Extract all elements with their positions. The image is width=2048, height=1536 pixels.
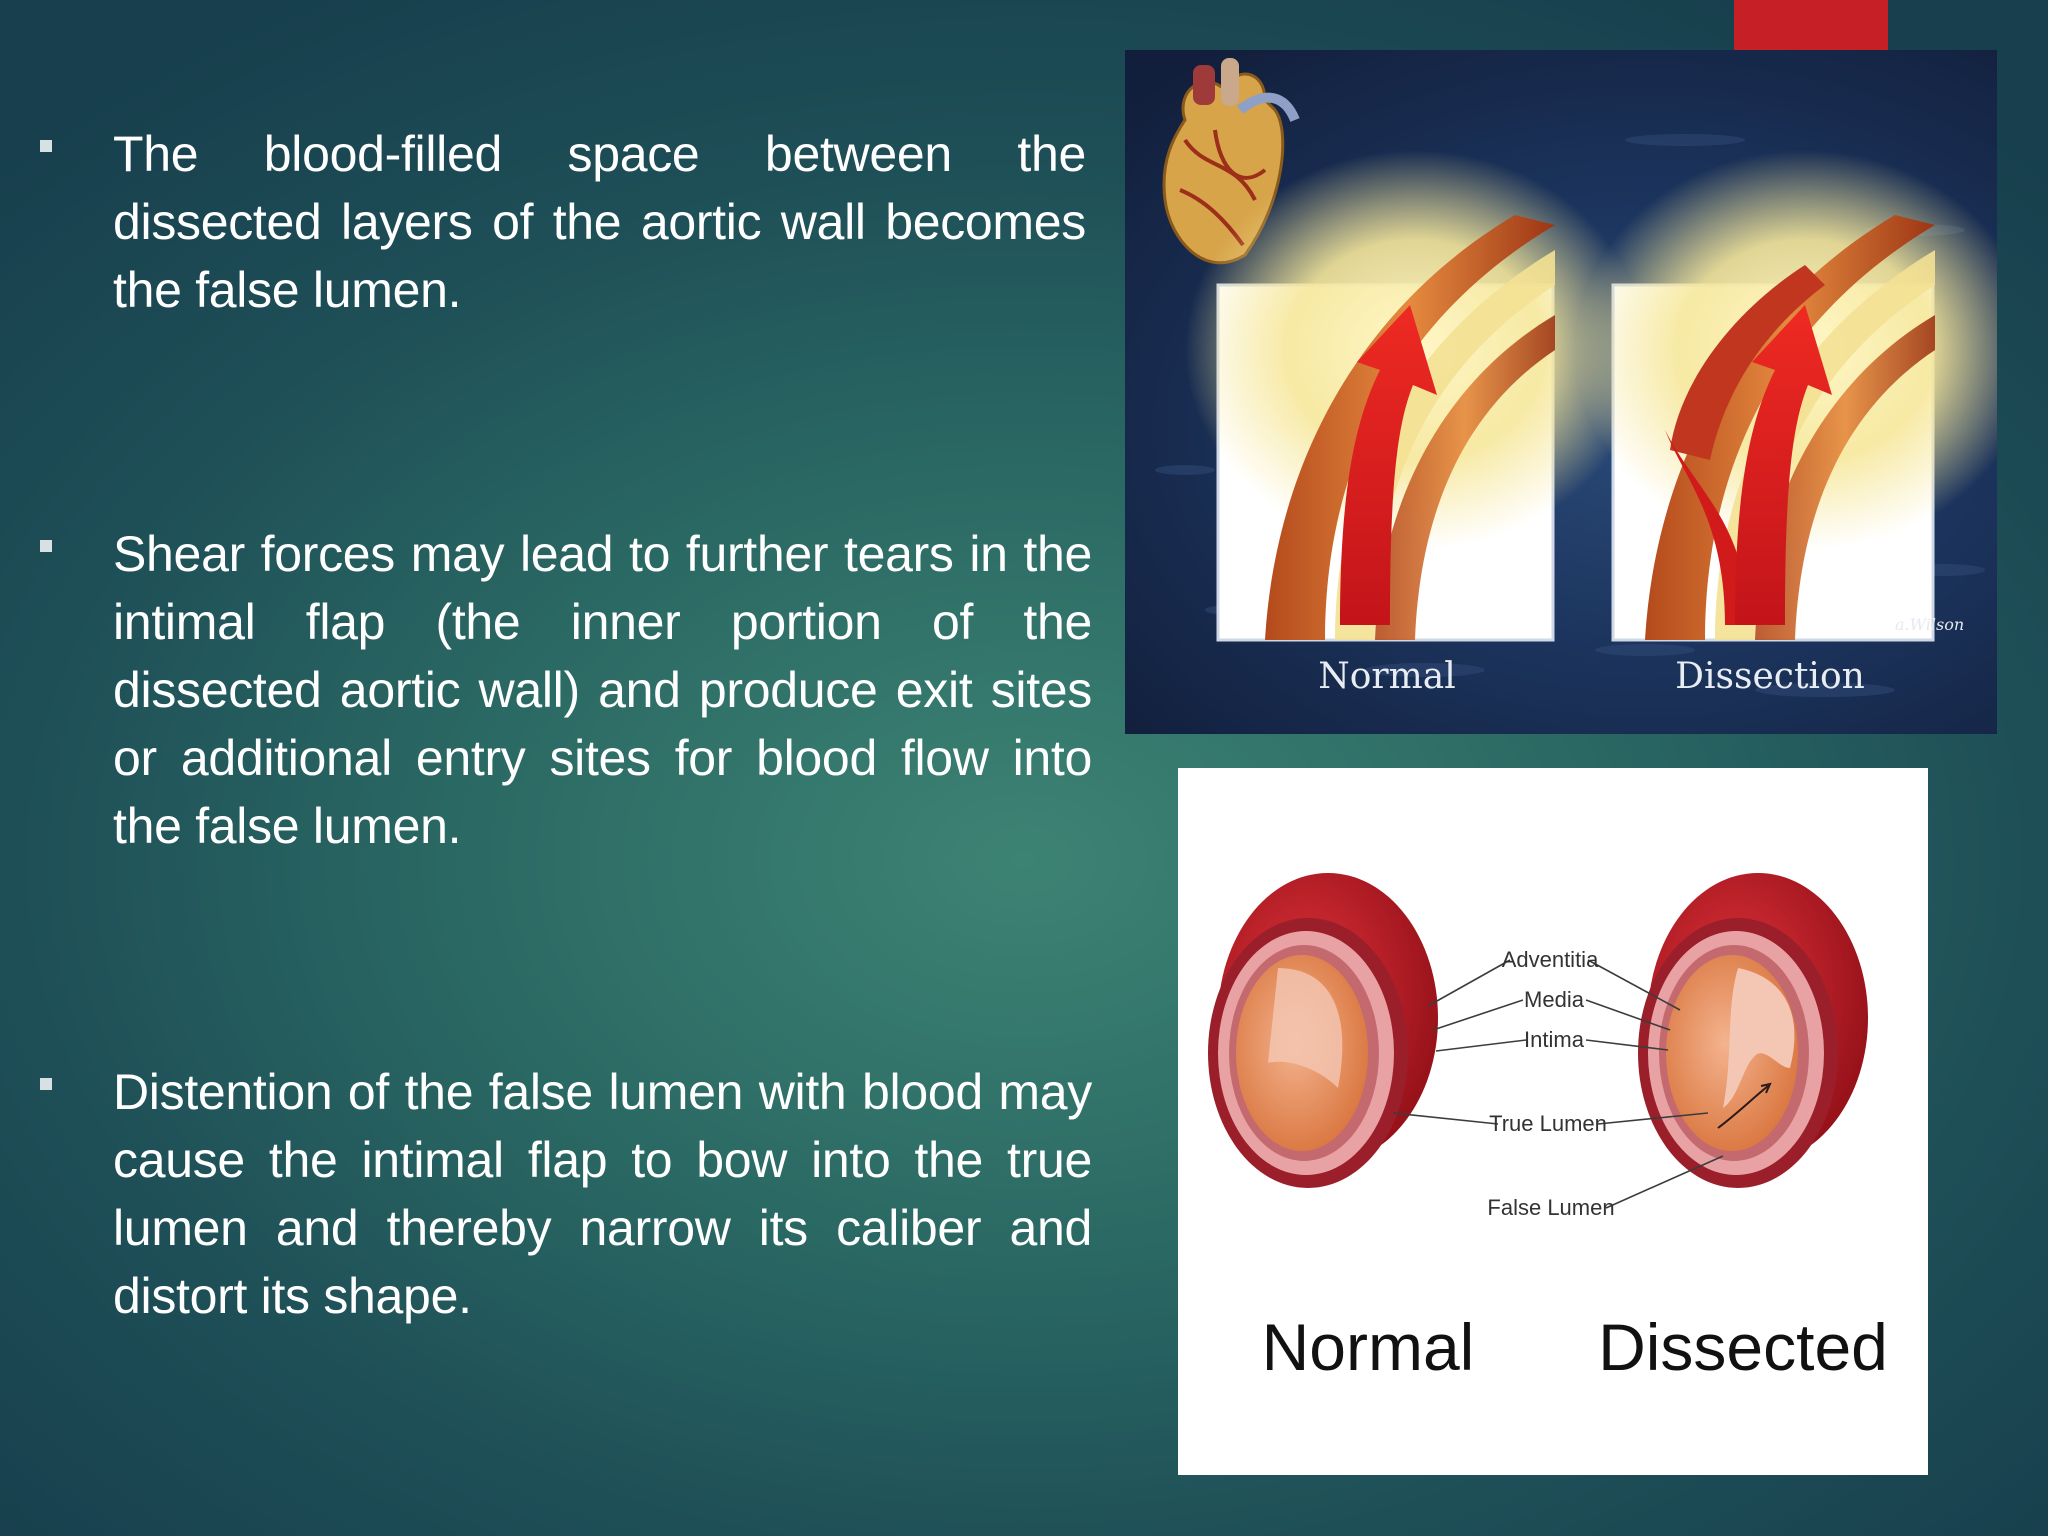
false-lumen-label: False Lumen — [1487, 1195, 1614, 1220]
bullet-marker — [40, 140, 52, 152]
true-lumen-label: True Lumen — [1489, 1111, 1607, 1136]
caption-normal: Normal — [1262, 1310, 1475, 1384]
dissected-cross-section — [1638, 873, 1868, 1188]
normal-cross-section — [1208, 873, 1438, 1188]
bullet-text: Distention of the false lumen with blood… — [113, 1064, 1092, 1324]
caption-dissected: Dissected — [1598, 1310, 1888, 1384]
media-label: Media — [1524, 987, 1585, 1012]
aorta-cross-section-image: Adventitia Media Intima True Lumen False… — [1178, 768, 1928, 1475]
bullet-list: The blood-filled space between the disse… — [40, 126, 1092, 1324]
intima-label: Intima — [1524, 1027, 1585, 1052]
adventitia-label: Adventitia — [1502, 947, 1599, 972]
signature: a.Wilson — [1895, 615, 1964, 634]
dissection-label: Dissection — [1675, 656, 1865, 697]
bullet-text: Shear forces may lead to further tears i… — [113, 526, 1092, 854]
normal-label: Normal — [1318, 656, 1456, 697]
aorta-illustration-image: a.Wilson Normal Dissection — [1125, 50, 1997, 734]
accent-tab — [1734, 0, 1888, 50]
bullet-marker — [40, 1078, 52, 1090]
normal-panel — [1185, 150, 1645, 642]
dissection-panel — [1575, 150, 1997, 642]
bullet-marker — [40, 540, 52, 552]
bullet-text: The blood-filled space between the disse… — [113, 126, 1086, 318]
